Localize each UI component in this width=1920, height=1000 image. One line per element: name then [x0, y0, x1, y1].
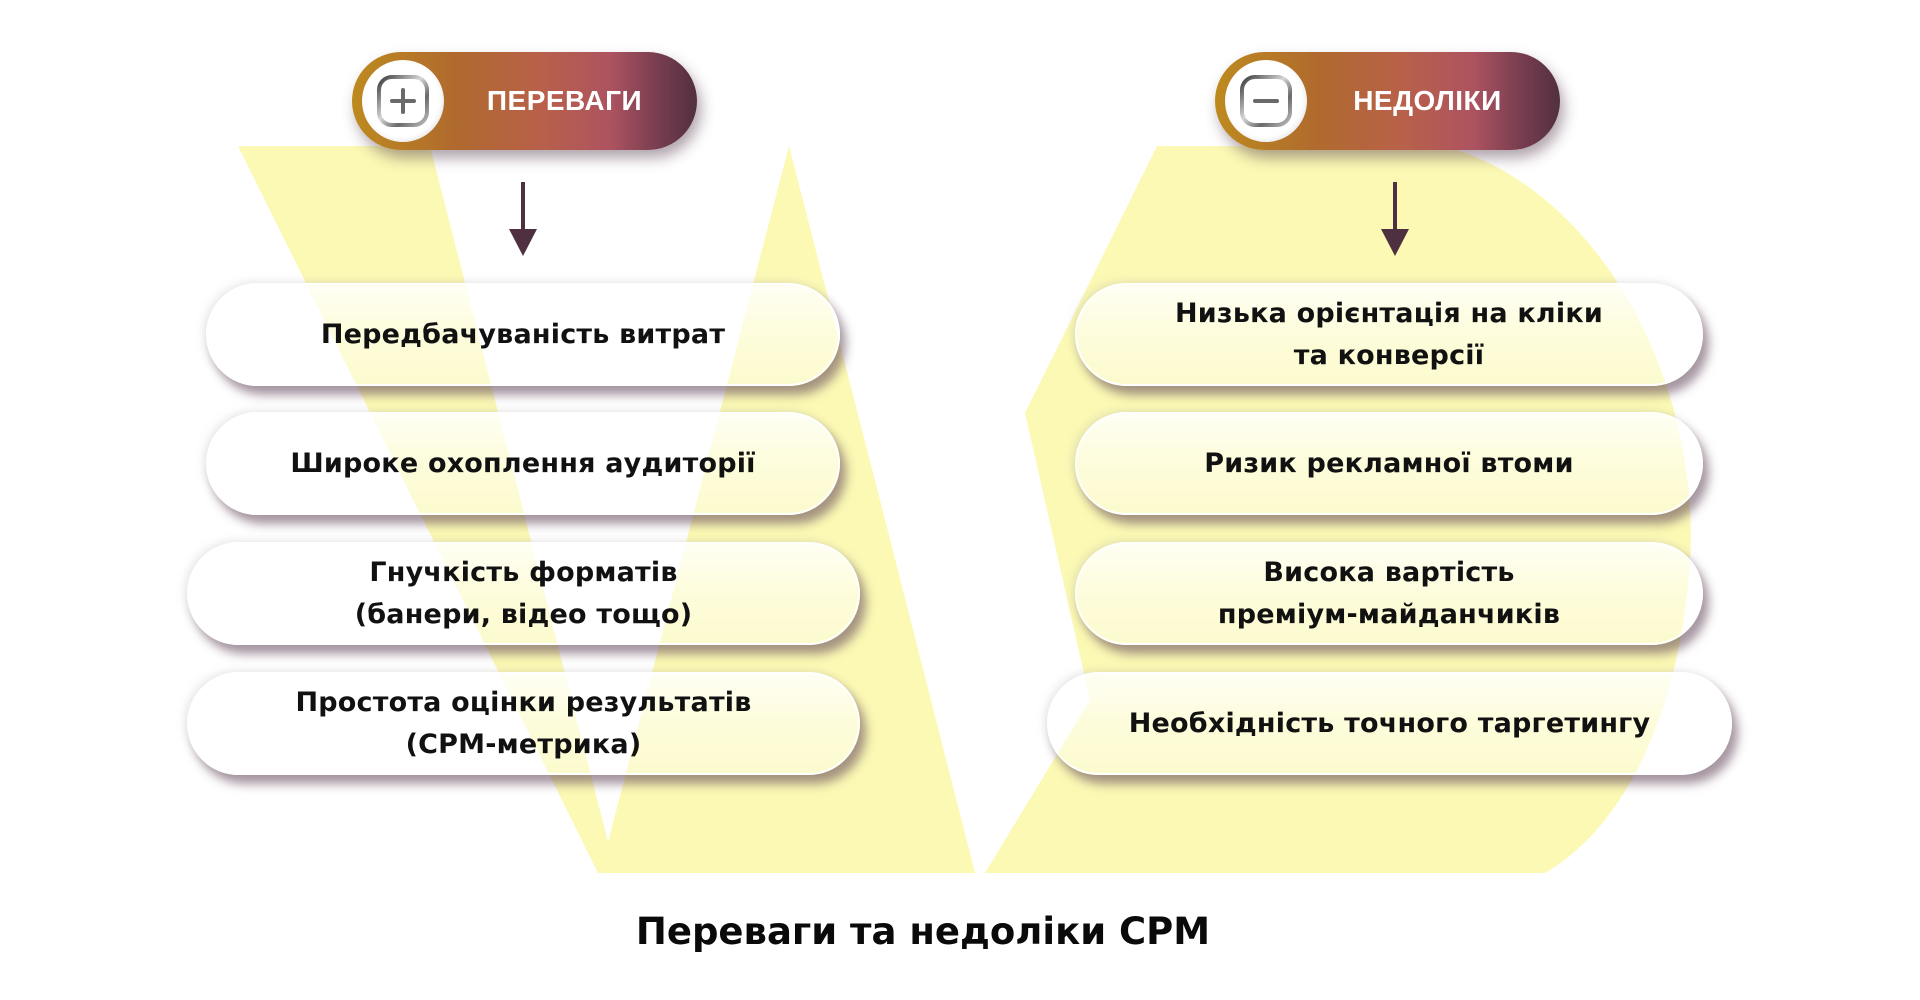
arrow-down-icon: [1381, 182, 1409, 256]
card-line: Простота оцінки результатів: [295, 686, 752, 718]
minus-square-icon: [1240, 75, 1292, 127]
card-line: (банери, відео тощо): [354, 598, 693, 630]
card-line: Необхідність точного таргетингу: [1128, 707, 1651, 739]
arrow-down-icon: [509, 182, 537, 256]
card-line: преміум-майданчиків: [1217, 598, 1561, 630]
diagram-title: Переваги та недоліки CPM: [635, 910, 1211, 953]
card-text: Ризик рекламної втоми: [1204, 443, 1573, 485]
advantage-card: Простота оцінки результатів (CPM-метрика…: [187, 672, 860, 775]
disadvantage-card: Ризик рекламної втоми: [1075, 412, 1703, 515]
card-text: Гнучкість форматів (банери, відео тощо): [355, 552, 693, 636]
disadvantage-card: Необхідність точного таргетингу: [1047, 672, 1732, 775]
card-line: Передбачуваність витрат: [320, 318, 726, 350]
disadvantage-card: Висока вартість преміум-майданчиків: [1075, 542, 1703, 645]
advantages-header: ПЕРЕВАГИ: [352, 52, 697, 150]
card-text: Широке охоплення аудиторії: [290, 443, 755, 485]
card-text: Простота оцінки результатів (CPM-метрика…: [295, 682, 751, 766]
minus-icon-badge: [1225, 60, 1307, 142]
card-text: Необхідність точного таргетингу: [1129, 703, 1651, 745]
card-line: та конверсії: [1293, 339, 1485, 371]
advantage-card: Гнучкість форматів (банери, відео тощо): [187, 542, 860, 645]
card-line: Гнучкість форматів: [369, 556, 678, 588]
plus-icon-badge: [362, 60, 444, 142]
disadvantages-header-label: НЕДОЛІКИ: [1353, 85, 1502, 116]
card-line: Низька орієнтація на кліки: [1175, 297, 1603, 329]
card-line: Ризик рекламної втоми: [1204, 447, 1574, 479]
disadvantages-header: НЕДОЛІКИ: [1215, 52, 1560, 150]
advantages-header-label: ПЕРЕВАГИ: [486, 85, 643, 116]
disadvantage-card: Низька орієнтація на кліки та конверсії: [1075, 283, 1703, 386]
advantage-card: Широке охоплення аудиторії: [206, 412, 840, 515]
card-text: Передбачуваність витрат: [321, 314, 725, 356]
card-line: (CPM-метрика): [405, 728, 642, 760]
card-line: Висока вартість: [1263, 556, 1515, 588]
advantage-card: Передбачуваність витрат: [206, 283, 840, 386]
card-line: Широке охоплення аудиторії: [290, 447, 756, 479]
plus-square-icon: [377, 75, 429, 127]
card-text: Низька орієнтація на кліки та конверсії: [1175, 293, 1603, 377]
card-text: Висока вартість преміум-майданчиків: [1218, 552, 1560, 636]
